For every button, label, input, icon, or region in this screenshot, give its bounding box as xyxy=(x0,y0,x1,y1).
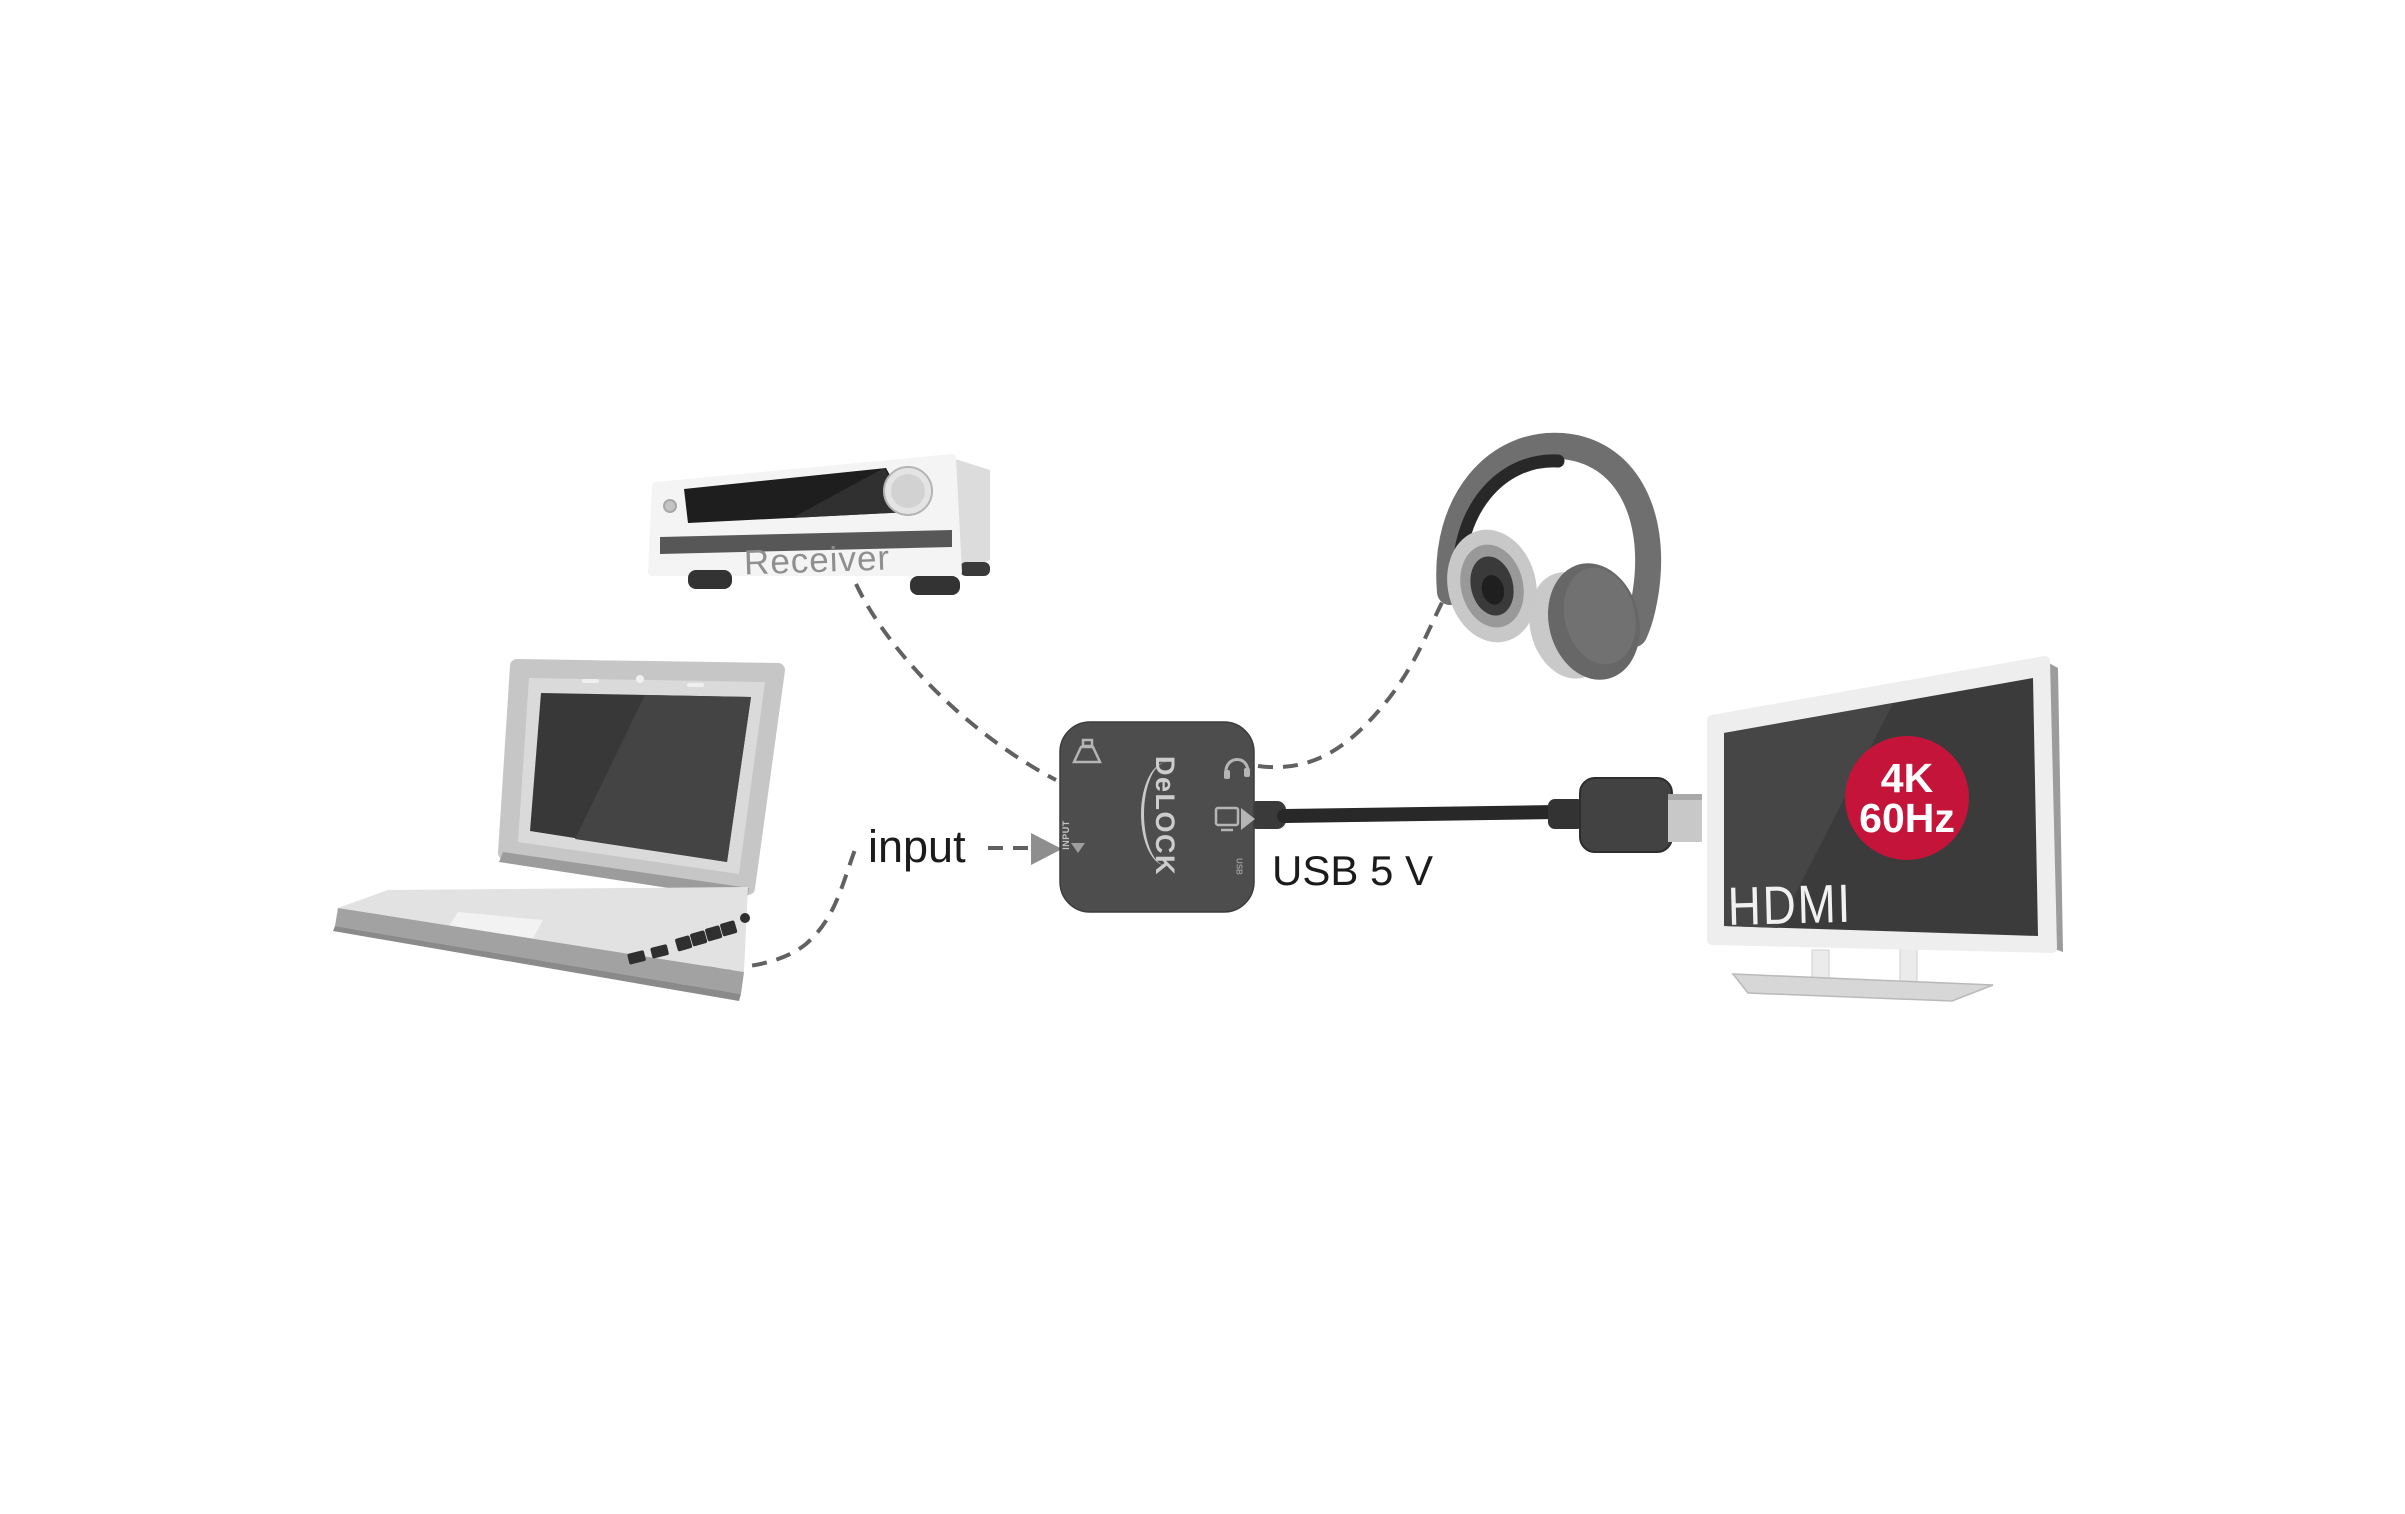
laptop-side-ports xyxy=(627,913,750,965)
receiver-knob-inner xyxy=(891,474,925,508)
display-port-icon xyxy=(1214,806,1255,832)
brand-logo-swoosh xyxy=(1141,762,1174,866)
hdmi-label: HDMI xyxy=(1727,873,1853,937)
line-receiver-to-adapter xyxy=(854,583,1057,782)
monitor-screen-sheen xyxy=(1724,703,1893,928)
cable-wire xyxy=(1277,805,1563,823)
adapter-body xyxy=(1059,721,1255,913)
headphones-right-cup xyxy=(1529,563,1640,680)
laptop-lid-vent xyxy=(582,679,599,683)
receiver-foot xyxy=(960,562,990,576)
headphones-left-cup xyxy=(1447,529,1537,643)
hdmi-plug-body xyxy=(1579,777,1673,853)
adapter-input-port-label: INPUT xyxy=(1061,820,1071,850)
adapter-brand-logo: DeLOCK xyxy=(1134,746,1180,886)
receiver-power-button xyxy=(663,499,677,513)
receiver-label: Receiver xyxy=(743,538,891,583)
adapter-device xyxy=(1059,721,1255,913)
receiver-device xyxy=(648,454,990,595)
laptop-front-edge xyxy=(335,908,744,994)
usb-power-label: USB 5 V xyxy=(1272,847,1434,894)
headphones-band xyxy=(1436,432,1662,647)
input-label: input xyxy=(868,821,966,872)
adapter-usb-port-label: USB xyxy=(1234,858,1244,875)
receiver-slot xyxy=(660,530,952,554)
hdmi-plug-tip-shade xyxy=(1668,794,1702,800)
line-adapter-to-headphones xyxy=(1257,575,1458,770)
badge-line-60hz: 60Hz xyxy=(1859,795,1955,841)
monitor-stand-base xyxy=(1731,973,1994,1002)
receiver-foot xyxy=(688,570,732,589)
hdmi-cable xyxy=(1248,777,1702,853)
monitor-stand-leg xyxy=(1899,947,1918,985)
laptop-device xyxy=(333,659,785,1001)
line-laptop-to-input-label xyxy=(652,846,858,971)
laptop-base-top xyxy=(338,887,748,972)
badge-line-4k: 4K xyxy=(1880,754,1934,801)
input-arrow-icon xyxy=(1031,833,1062,865)
laptop-webcam xyxy=(636,675,644,683)
monitor-stand-leg xyxy=(1811,949,1830,981)
connection-lines xyxy=(652,575,1458,971)
headphone-port-icon xyxy=(1224,758,1250,779)
cable-ferrule xyxy=(1548,799,1584,829)
toslink-icon xyxy=(1072,738,1102,764)
cable-strain-relief xyxy=(1248,801,1286,829)
hdmi-plug-tip xyxy=(1668,794,1702,842)
laptop-lid-vent xyxy=(687,683,704,687)
resolution-badge: 4K 60Hz xyxy=(1845,736,1969,860)
receiver-foot xyxy=(910,576,960,595)
laptop-audio-jack xyxy=(740,913,750,923)
laptop-screen-sheen xyxy=(575,695,751,862)
receiver-display-sheen xyxy=(792,468,910,518)
laptop-bottom-edge xyxy=(333,926,741,1001)
adapter-input-arrow-icon xyxy=(1071,843,1085,853)
receiver-side xyxy=(952,458,990,572)
headphones-device xyxy=(1436,432,1662,680)
